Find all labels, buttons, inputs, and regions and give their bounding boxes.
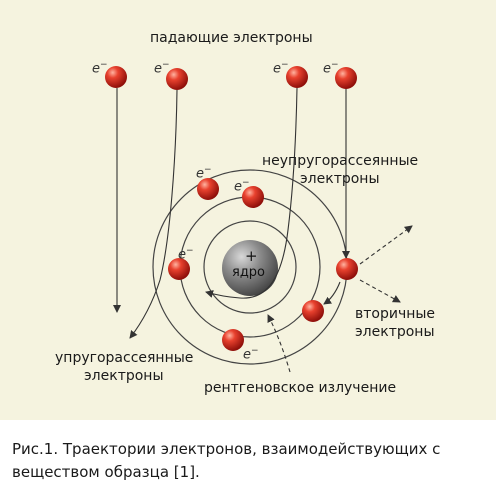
- electron: [166, 68, 188, 90]
- nucleus-plus: +: [245, 247, 258, 265]
- electron-symbol: e−: [243, 346, 259, 363]
- transition-arrow: [323, 281, 341, 305]
- incident-electrons-label: падающие электроны: [150, 30, 313, 46]
- electron: [335, 67, 357, 89]
- electron-symbol: e−: [178, 246, 194, 263]
- electron: [302, 300, 324, 322]
- nucleus: [222, 240, 278, 296]
- electron-symbol: e−: [196, 165, 212, 182]
- dashed-arrow-down: [359, 279, 401, 303]
- xray-dashed: [267, 314, 291, 373]
- secondary-label-line1: вторичные: [355, 306, 436, 322]
- electron: [336, 258, 358, 280]
- electron: [242, 186, 264, 208]
- trajectory-2: [129, 89, 178, 339]
- xray-label: рентгеновское излучение: [204, 380, 397, 396]
- dashed-arrow-up: [359, 225, 413, 265]
- electron-symbol: e−: [323, 60, 339, 77]
- electron-symbol: e−: [273, 60, 289, 77]
- atom-diagram: [105, 66, 413, 373]
- nucleus-label: ядро: [232, 265, 266, 280]
- electron: [168, 258, 190, 280]
- diagram-figure: e− e− e− e− e− e− e− e− + ядро падающие …: [0, 0, 496, 420]
- elastic-label-line1: упругорассеянные: [55, 350, 194, 366]
- inner-shell: [203, 220, 297, 314]
- electron: [197, 178, 219, 200]
- electron: [222, 329, 244, 351]
- trajectory-3: [205, 87, 298, 299]
- electron: [286, 66, 308, 88]
- electron-symbol: e−: [154, 60, 170, 77]
- secondary-label-line2: электроны: [355, 324, 435, 340]
- electron-symbol: e−: [234, 178, 250, 195]
- elastic-label-line2: электроны: [84, 368, 164, 384]
- inelastic-label-line2: электроны: [300, 171, 380, 187]
- electron-symbol: e−: [92, 60, 108, 77]
- inelastic-label-line1: неупругорассеянные: [262, 153, 419, 169]
- electron: [105, 66, 127, 88]
- figure-caption: Рис.1. Траектории электронов, взаимодейс…: [12, 440, 441, 481]
